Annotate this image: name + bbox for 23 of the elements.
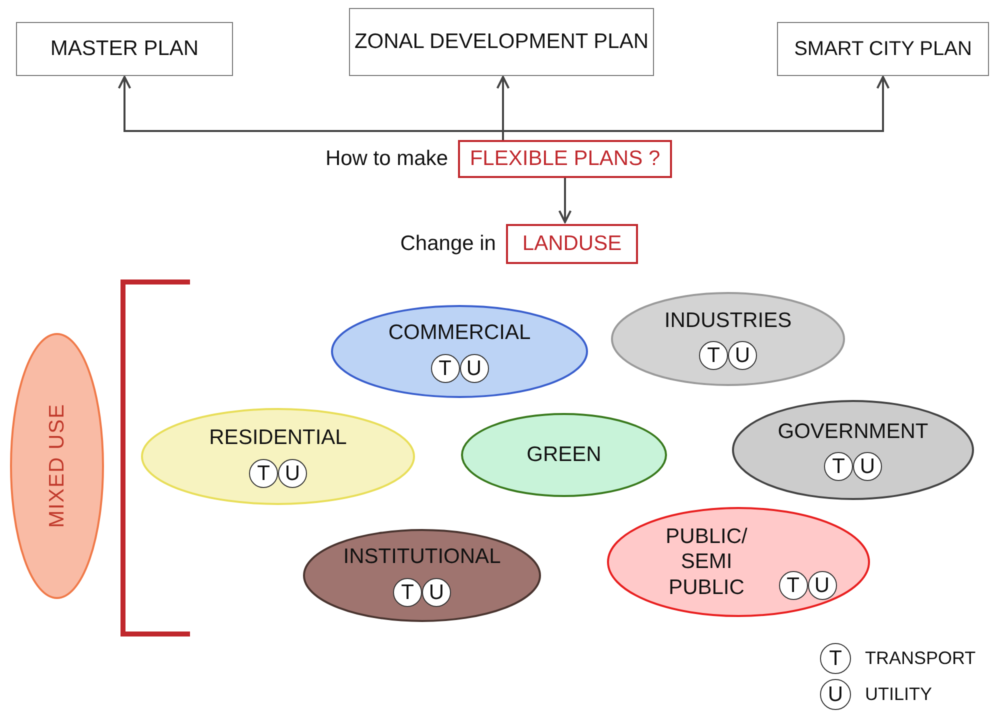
plan-label: FLEXIBLE PLANS ? (470, 146, 660, 172)
legend-label: UTILITY (865, 684, 932, 705)
land-use-label: GOVERNMENT (778, 418, 928, 444)
land-use-label: PUBLIC/ SEMI PUBLIC (664, 524, 748, 600)
legend-label: TRANSPORT (865, 648, 976, 669)
plan-box (777, 22, 989, 76)
plan-box (16, 22, 233, 76)
plan-box (349, 8, 654, 76)
legend-marker: U (820, 679, 851, 710)
land-use-label: INSTITUTIONAL (343, 544, 501, 570)
land-use-label: COMMERCIAL (388, 320, 531, 346)
land-use-label: GREEN (526, 442, 602, 468)
land-use-label: INDUSTRIES (664, 308, 792, 334)
plan-label: LANDUSE (522, 231, 622, 257)
legend-marker: T (820, 643, 851, 674)
land-use-label: MIXED USE (44, 404, 70, 528)
question-label: Change in (400, 232, 496, 256)
arrow (558, 178, 572, 224)
question-label: How to make (325, 147, 448, 171)
plan-label: SMART CITY PLAN (794, 37, 972, 61)
plan-label: ZONAL DEVELOPMENT PLAN (354, 29, 649, 55)
land-use-label: RESIDENTIAL (209, 425, 347, 451)
plan-label: MASTER PLAN (50, 36, 199, 62)
